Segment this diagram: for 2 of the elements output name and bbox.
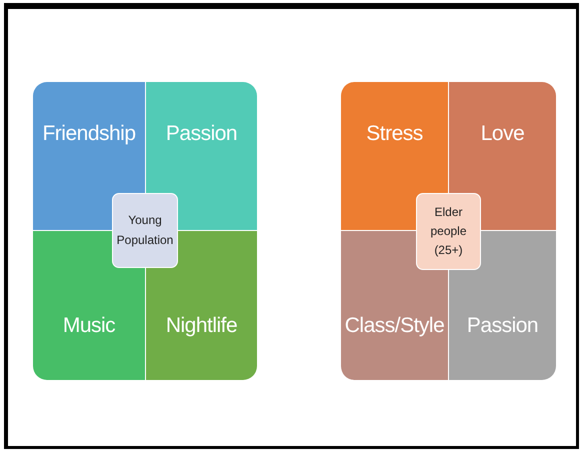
- center-label-box: Elder people (25+): [416, 193, 481, 270]
- center-label-box: Young Population: [112, 193, 178, 268]
